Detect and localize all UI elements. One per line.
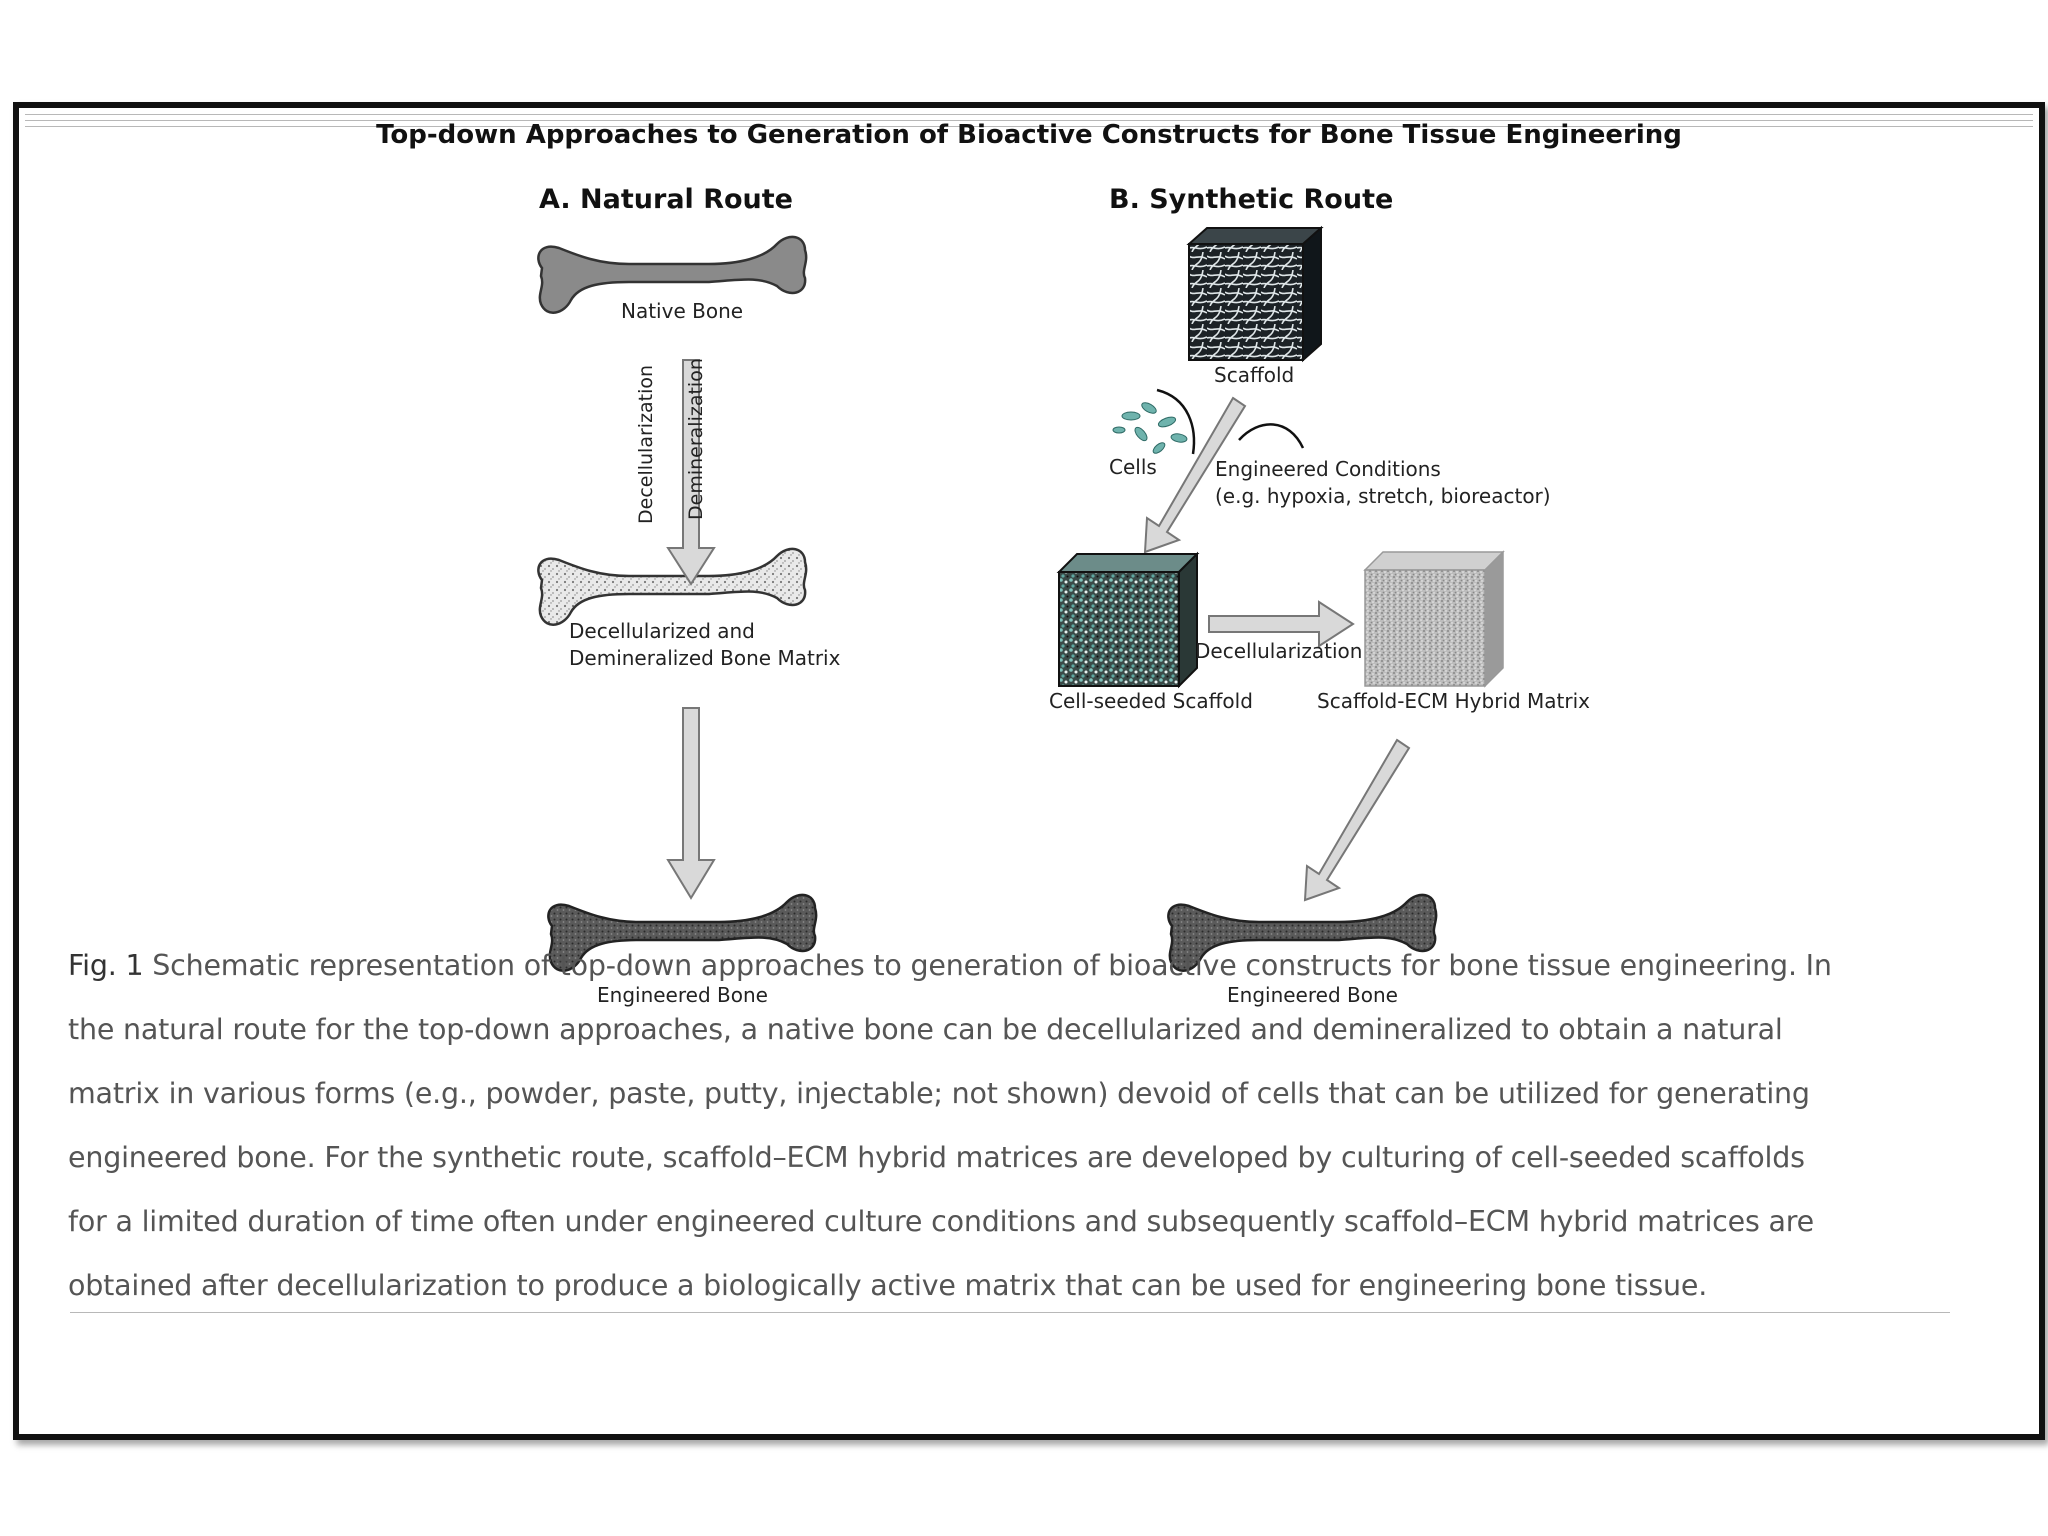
matrix-label-line2: Demineralized Bone Matrix xyxy=(569,646,841,670)
top-rule-1 xyxy=(25,114,2033,115)
matrix-bone-icon xyxy=(537,547,808,626)
caption-line-2: the natural route for the top-down appro… xyxy=(68,1013,1783,1046)
engineered-bone-label-left: Engineered Bone xyxy=(597,983,768,1007)
engineered-bone-icon-right xyxy=(1167,893,1438,972)
caption-text-1: Schematic representation of top-down app… xyxy=(143,949,1832,982)
top-rule-3 xyxy=(25,126,2033,127)
top-rule-2 xyxy=(25,120,2033,121)
cells-cluster-icon xyxy=(1112,402,1188,454)
caption-line-3: matrix in various forms (e.g., powder, p… xyxy=(68,1077,1810,1110)
native-bone-label: Native Bone xyxy=(621,299,744,323)
caption-bottom-rule xyxy=(70,1312,1950,1313)
matrix-label-line1: Decellularized and xyxy=(569,619,755,643)
scaffold-cube-icon xyxy=(1186,225,1324,363)
conditions-curve xyxy=(1238,423,1305,449)
arrow-hybrid-to-engineered xyxy=(1303,738,1411,902)
synthetic-route-heading: B. Synthetic Route xyxy=(1109,184,1394,215)
decellularization-vertical-label: Decellularization xyxy=(635,364,657,524)
arrow-decellularization xyxy=(1208,600,1355,648)
cell-seeded-cube-icon xyxy=(1056,551,1200,689)
figure-caption: Fig. 1 Schematic representation of top-d… xyxy=(68,934,1968,1318)
demineralization-vertical-label: Demineralization xyxy=(685,358,707,520)
hybrid-matrix-cube-icon xyxy=(1363,550,1505,688)
diagram-artwork xyxy=(537,225,1505,972)
scaffold-label: Scaffold xyxy=(1214,363,1295,387)
natural-route-heading: A. Natural Route xyxy=(539,184,793,215)
caption-line-1: Fig. 1 Schematic representation of top-d… xyxy=(68,934,1968,998)
figure-frame: Top-down Approaches to Generation of Bio… xyxy=(13,102,2045,1440)
native-bone-icon xyxy=(537,235,808,314)
caption-line-4: engineered bone. For the synthetic route… xyxy=(68,1141,1805,1174)
figure-title: Top-down Approaches to Generation of Bio… xyxy=(376,120,1682,150)
arrow-native-to-matrix xyxy=(666,359,716,586)
engineered-bone-icon-left xyxy=(547,893,818,972)
arrow-scaffold-to-cell-seeded xyxy=(1143,396,1247,554)
figure-number: Fig. 1 xyxy=(68,949,144,982)
cells-curve xyxy=(1156,388,1196,455)
caption-line-5: for a limited duration of time often und… xyxy=(68,1205,1814,1238)
decellularization-label: Decellularization xyxy=(1195,639,1363,663)
engineered-bone-label-right: Engineered Bone xyxy=(1227,983,1398,1007)
arrow-matrix-to-engineered xyxy=(666,707,716,900)
caption-line-6: obtained after decellularization to prod… xyxy=(68,1269,1708,1302)
cells-label: Cells xyxy=(1109,455,1157,479)
hybrid-matrix-label: Scaffold-ECM Hybrid Matrix xyxy=(1317,689,1591,713)
conditions-label-line2: (e.g. hypoxia, stretch, bioreactor) xyxy=(1215,484,1551,508)
conditions-label-line1: Engineered Conditions xyxy=(1215,457,1441,481)
cell-seeded-scaffold-label: Cell-seeded Scaffold xyxy=(1049,689,1253,713)
